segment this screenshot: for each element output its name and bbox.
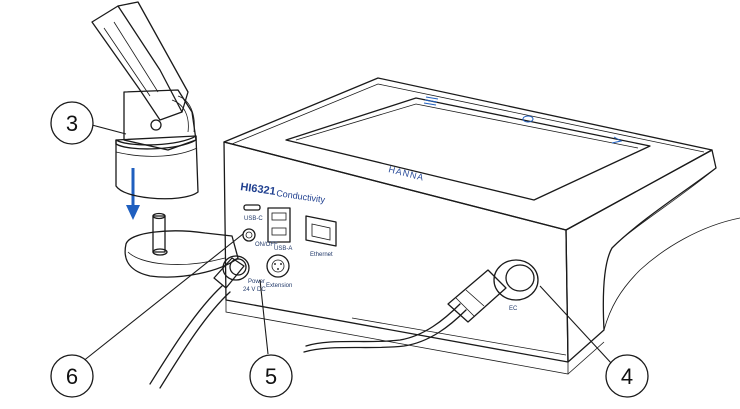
extension-label: Extension	[266, 283, 292, 289]
ec-probe-connector	[303, 259, 539, 353]
svg-text:6: 6	[66, 364, 78, 389]
usb-a-port	[267, 207, 291, 243]
extension-connector	[266, 254, 290, 278]
power-connector	[149, 255, 250, 389]
svg-text:3: 3	[66, 111, 78, 136]
usb-c-label: USB-C	[244, 216, 263, 222]
model-name: HI6321	[240, 181, 277, 198]
usb-c-port	[243, 204, 261, 211]
callout-5: 5	[249, 354, 293, 398]
model-subtitle: Conductivity	[276, 188, 326, 205]
usb-a-label: USB-A	[274, 246, 292, 252]
ethernet-label: Ethernet	[310, 252, 333, 258]
holder-base	[124, 212, 239, 278]
ethernet-port	[305, 215, 337, 247]
home-icon	[522, 115, 534, 123]
on-off-label: ON/OFF	[255, 242, 278, 248]
svg-text:5: 5	[265, 364, 277, 389]
callout-4: 4	[605, 354, 649, 398]
power-label: Power	[248, 279, 265, 285]
callout-3: 3	[50, 101, 94, 145]
svg-text:4: 4	[621, 364, 633, 389]
electrode-holder	[91, 1, 199, 200]
ec-label: EC	[509, 306, 518, 312]
callout-6: 6	[50, 354, 94, 398]
chevron-icon	[611, 136, 623, 144]
brand-logo: HANNA	[388, 164, 426, 183]
meter-body	[223, 77, 740, 375]
down-arrow-icon	[126, 168, 140, 220]
touch-screen	[285, 97, 651, 201]
on-off-button	[242, 228, 256, 242]
menu-icon	[423, 96, 439, 106]
power-spec-label: 24 V DC	[243, 287, 266, 293]
